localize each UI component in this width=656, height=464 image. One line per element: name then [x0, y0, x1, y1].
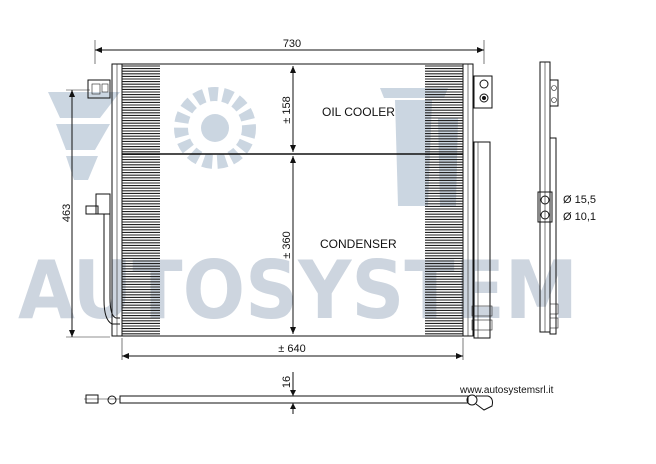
thickness-label: 16: [281, 376, 293, 388]
pipe-outer-diameter-label: Ø 15,5: [563, 194, 596, 206]
left-bracket: [87, 79, 111, 99]
watermark-text: AUTOSYSTEM: [18, 244, 578, 337]
top-view: [84, 394, 493, 411]
watermark-emblem: [48, 87, 458, 206]
left-fin-band: [122, 65, 160, 335]
right-top-fittings: [473, 75, 493, 109]
overall-width-label: 730: [283, 38, 301, 50]
side-view: [537, 61, 559, 335]
core-width-dimension: ± 640: [121, 338, 464, 360]
right-fin-band: [425, 65, 463, 335]
condenser-height-dimension: ± 360: [281, 156, 296, 334]
condenser-label: CONDENSER: [320, 237, 397, 251]
oil-cooler-height-label: ± 158: [281, 96, 293, 123]
website-url: www.autosystemsrl.it: [459, 385, 554, 396]
thickness-dimension: 16: [281, 372, 296, 414]
core-width-label: ± 640: [278, 343, 305, 355]
height-label: 463: [61, 204, 73, 222]
receiver-drier: [471, 141, 493, 339]
pipe-inner-diameter-label: Ø 10,1: [563, 211, 596, 223]
core-frame: [121, 63, 464, 337]
height-dimension: 463: [61, 89, 110, 338]
condenser-height-label: ± 360: [281, 231, 293, 258]
overall-width-dimension: 730: [94, 38, 485, 64]
watermark: AUTOSYSTEM: [18, 87, 578, 337]
oil-cooler-label: OIL COOLER: [322, 105, 395, 119]
oil-cooler-height-dimension: ± 158: [281, 66, 296, 152]
